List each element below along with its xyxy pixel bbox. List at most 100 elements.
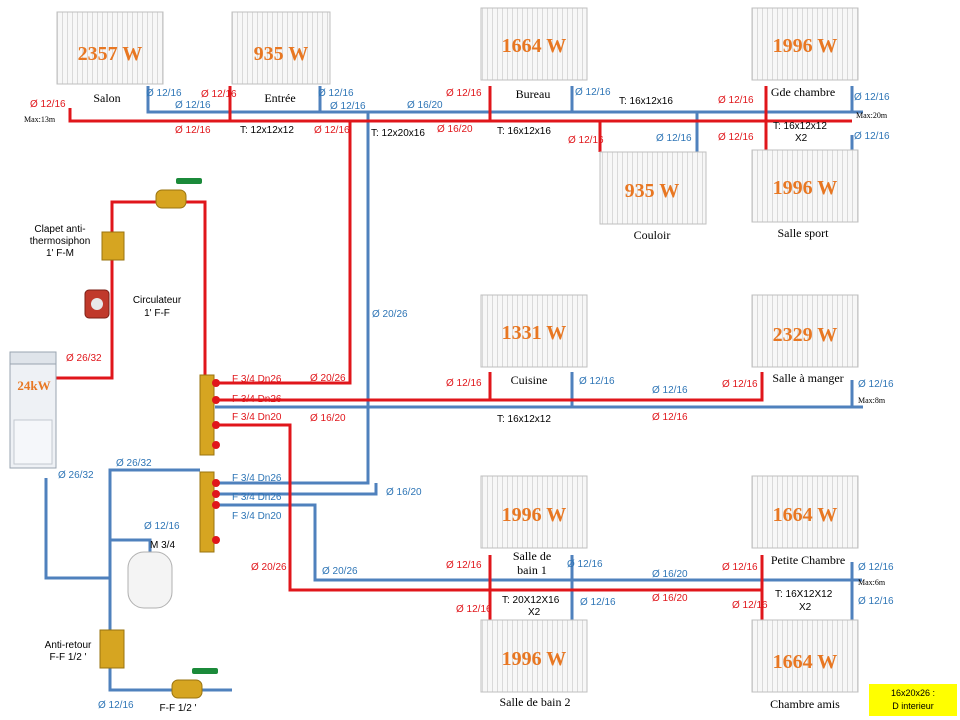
non-return-valve-icon: [99, 629, 125, 669]
radiator-bureau: 1664 W Bureau: [480, 7, 588, 101]
manifold-return: [199, 471, 220, 553]
room-label: Salle de bain 2: [500, 695, 571, 709]
antiretour-label-2: F-F 1/2 ': [50, 652, 87, 663]
pipe-label: Ø 12/16: [568, 135, 604, 146]
power-label: 1664 W: [773, 504, 838, 526]
pipe-label: Ø 12/16: [175, 125, 211, 136]
tee-label: T: 16x12x12: [497, 414, 551, 425]
radiator-gde-chambre: 1996 W Gde chambre: [751, 7, 859, 99]
tee-label: T: 16x12x16: [497, 126, 551, 137]
pipe-label: Ø 12/16: [580, 597, 616, 608]
pipe-label: Ø 16/20: [310, 413, 346, 424]
radiator-chambre-amis: 1664 W Chambre amis: [751, 619, 859, 711]
radiator-petite-chambre: 1664 W Petite Chambre: [751, 475, 859, 567]
pipe-label: Ø 26/32: [58, 470, 94, 481]
clapet-label-2: thermosiphon: [30, 236, 91, 247]
vessel-label: M 3/4: [150, 540, 175, 551]
pipe-label: Ø 20/26: [310, 373, 346, 384]
pipe-labels: Ø 12/16 Ø 12/16 Ø 12/16 Ø 12/16 Ø 12/16 …: [30, 87, 894, 711]
power-label: 1664 W: [773, 651, 838, 673]
room-label: Salle sport: [778, 226, 830, 240]
circulator-pump-icon: [84, 289, 110, 319]
tee-x2: X2: [528, 607, 541, 618]
pipe-label: Ø 12/16: [722, 562, 758, 573]
ball-valve-top: [155, 178, 202, 209]
pipe-label: Ø 12/16: [446, 378, 482, 389]
pipe-label: Ø 12/16: [656, 133, 692, 144]
room-label: Chambre amis: [770, 697, 840, 711]
component-labels: Clapet anti- thermosiphon 1' F-M Circula…: [30, 224, 197, 714]
pipe-label: Ø 12/16: [318, 88, 354, 99]
pipe-label: Ø 12/16: [314, 125, 350, 136]
pipe-label: Ø 12/16: [201, 89, 237, 100]
room-label: Gde chambre: [771, 85, 835, 99]
power-label: 2329 W: [773, 324, 838, 346]
radiator-salle-de-bain-2: 1996 W Salle de bain 2: [480, 619, 588, 709]
tee-label: T: 16x12x16: [619, 96, 673, 107]
circulator-label: Circulateur: [133, 295, 182, 306]
room-label: Bureau: [516, 87, 551, 101]
manifold-out-1: F 3/4 Dn26: [232, 374, 282, 385]
note-line-1: 16x20x26 :: [890, 688, 936, 698]
pipe-label: Ø 12/16: [330, 101, 366, 112]
pipe-label: Ø 12/16: [567, 559, 603, 570]
power-label: 935 W: [254, 43, 309, 65]
clapet-label: Clapet anti-: [34, 224, 85, 235]
pipe-label: Ø 12/16: [652, 385, 688, 396]
pipe-label: Ø 12/16: [30, 99, 66, 110]
room-label: Salle à manger: [772, 371, 843, 385]
pipe-label: Ø 12/16: [722, 379, 758, 390]
pipe-label: Ø 20/26: [322, 566, 358, 577]
room-label: Petite Chambre: [771, 553, 845, 567]
room-label: Cuisine: [511, 373, 548, 387]
pipe-label: Ø 12/16: [854, 131, 890, 142]
valve-label: F-F 1/2 ': [160, 703, 197, 714]
power-label: 1996 W: [773, 35, 838, 57]
max-label: Max:20m: [856, 111, 888, 120]
room-label: Salon: [93, 91, 120, 105]
max-label: Max:6m: [858, 578, 886, 587]
manifold-in-1: F 3/4 Dn26: [232, 473, 282, 484]
power-label: 1996 W: [502, 504, 567, 526]
pipe-label: Ø 16/20: [652, 593, 688, 604]
tee-label: T: 12x12x12: [240, 125, 294, 136]
power-label: 1996 W: [773, 177, 838, 199]
max-label: Max:13m: [24, 115, 56, 124]
manifold-supply: [199, 374, 220, 456]
tee-x2: X2: [795, 133, 808, 144]
pipe-label: Ø 16/20: [437, 124, 473, 135]
pipe-label: Ø 12/16: [858, 379, 894, 390]
max-length-labels: Max:13m Max:20m Max:8m Max:6m: [24, 111, 888, 587]
power-label: 1331 W: [502, 322, 567, 344]
pipe-label: Ø 20/26: [251, 562, 287, 573]
power-label: 1996 W: [502, 648, 567, 670]
ball-valve-bottom: [171, 668, 218, 699]
supply-pipes: [30, 86, 852, 620]
pipe-label: Ø 16/20: [386, 487, 422, 498]
radiator-cuisine: 1331 W Cuisine: [480, 294, 588, 387]
pipe-label: Ø 12/16: [456, 604, 492, 615]
pipe-label: Ø 20/26: [372, 309, 408, 320]
room-label: Entrée: [264, 91, 295, 105]
pipe-label: Ø 12/16: [858, 596, 894, 607]
pipe-label: Ø 12/16: [718, 132, 754, 143]
return-pipes: [44, 86, 863, 692]
pipe-label: Ø 12/16: [575, 87, 611, 98]
pipe-label: Ø 12/16: [144, 521, 180, 532]
power-label: 935 W: [625, 180, 680, 202]
boiler-power: 24kW: [17, 378, 50, 393]
pipe-label: Ø 12/16: [98, 700, 134, 711]
manifold-out-2: F 3/4 Dn26: [232, 394, 282, 405]
manifold-in-3: F 3/4 Dn20: [232, 511, 282, 522]
radiator-entree: 935 W Entrée: [231, 11, 331, 105]
manifold-out-3: F 3/4 Dn20: [232, 412, 282, 423]
pipe-label: Ø 12/16: [732, 600, 768, 611]
legend-note: 16x20x26 : D interieur: [869, 684, 957, 716]
pipe-label: Ø 26/32: [116, 458, 152, 469]
expansion-vessel-icon: [127, 551, 173, 609]
manifold-labels: F 3/4 Dn26 F 3/4 Dn26 F 3/4 Dn20 F 3/4 D…: [232, 374, 282, 522]
pipe-label: Ø 12/16: [854, 92, 890, 103]
antiretour-label: Anti-retour: [45, 640, 92, 651]
tee-label: T: 16x12x12: [773, 121, 827, 132]
